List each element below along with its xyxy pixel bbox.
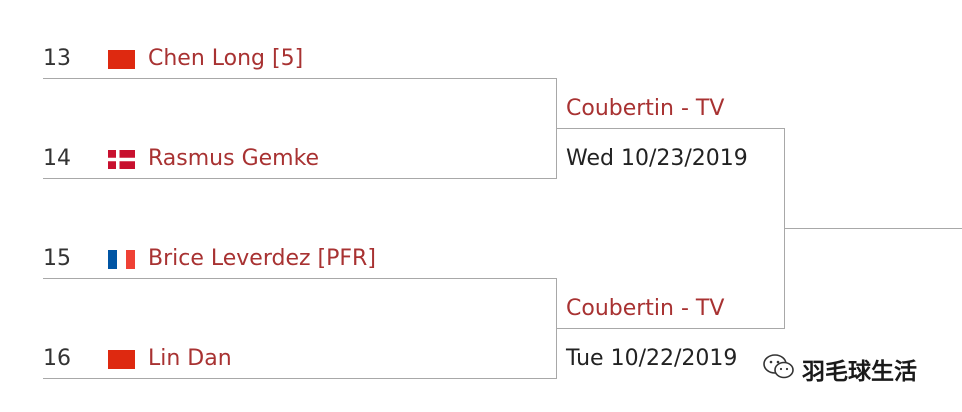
seed-number: 14 xyxy=(43,146,71,171)
match-venue[interactable]: Coubertin - TV xyxy=(566,96,725,121)
match-venue[interactable]: Coubertin - TV xyxy=(566,296,725,321)
denmark-flag-icon xyxy=(108,150,135,169)
bracket-line xyxy=(556,128,785,129)
bracket-line xyxy=(43,278,557,279)
bracket-line xyxy=(43,78,557,79)
seed-number: 13 xyxy=(43,46,71,71)
bracket-line xyxy=(43,178,557,179)
seed-number: 15 xyxy=(43,246,71,271)
match-date: Wed 10/23/2019 xyxy=(566,146,748,171)
match-date: Tue 10/22/2019 xyxy=(566,346,738,371)
china-flag-icon xyxy=(108,50,135,69)
player-name[interactable]: Chen Long [5] xyxy=(148,46,304,71)
wechat-icon xyxy=(762,352,796,386)
player-name[interactable]: Brice Leverdez [PFR] xyxy=(148,246,376,271)
france-flag-icon xyxy=(108,250,135,269)
watermark-text: 羽毛球生活 xyxy=(802,359,917,385)
seed-number: 16 xyxy=(43,346,71,371)
bracket-line xyxy=(556,328,785,329)
player-name[interactable]: Rasmus Gemke xyxy=(148,146,320,171)
bracket-line xyxy=(43,378,557,379)
china-flag-icon xyxy=(108,350,135,369)
player-name[interactable]: Lin Dan xyxy=(148,346,232,371)
bracket-line xyxy=(784,228,962,229)
watermark: 羽毛球生活 xyxy=(762,352,917,386)
